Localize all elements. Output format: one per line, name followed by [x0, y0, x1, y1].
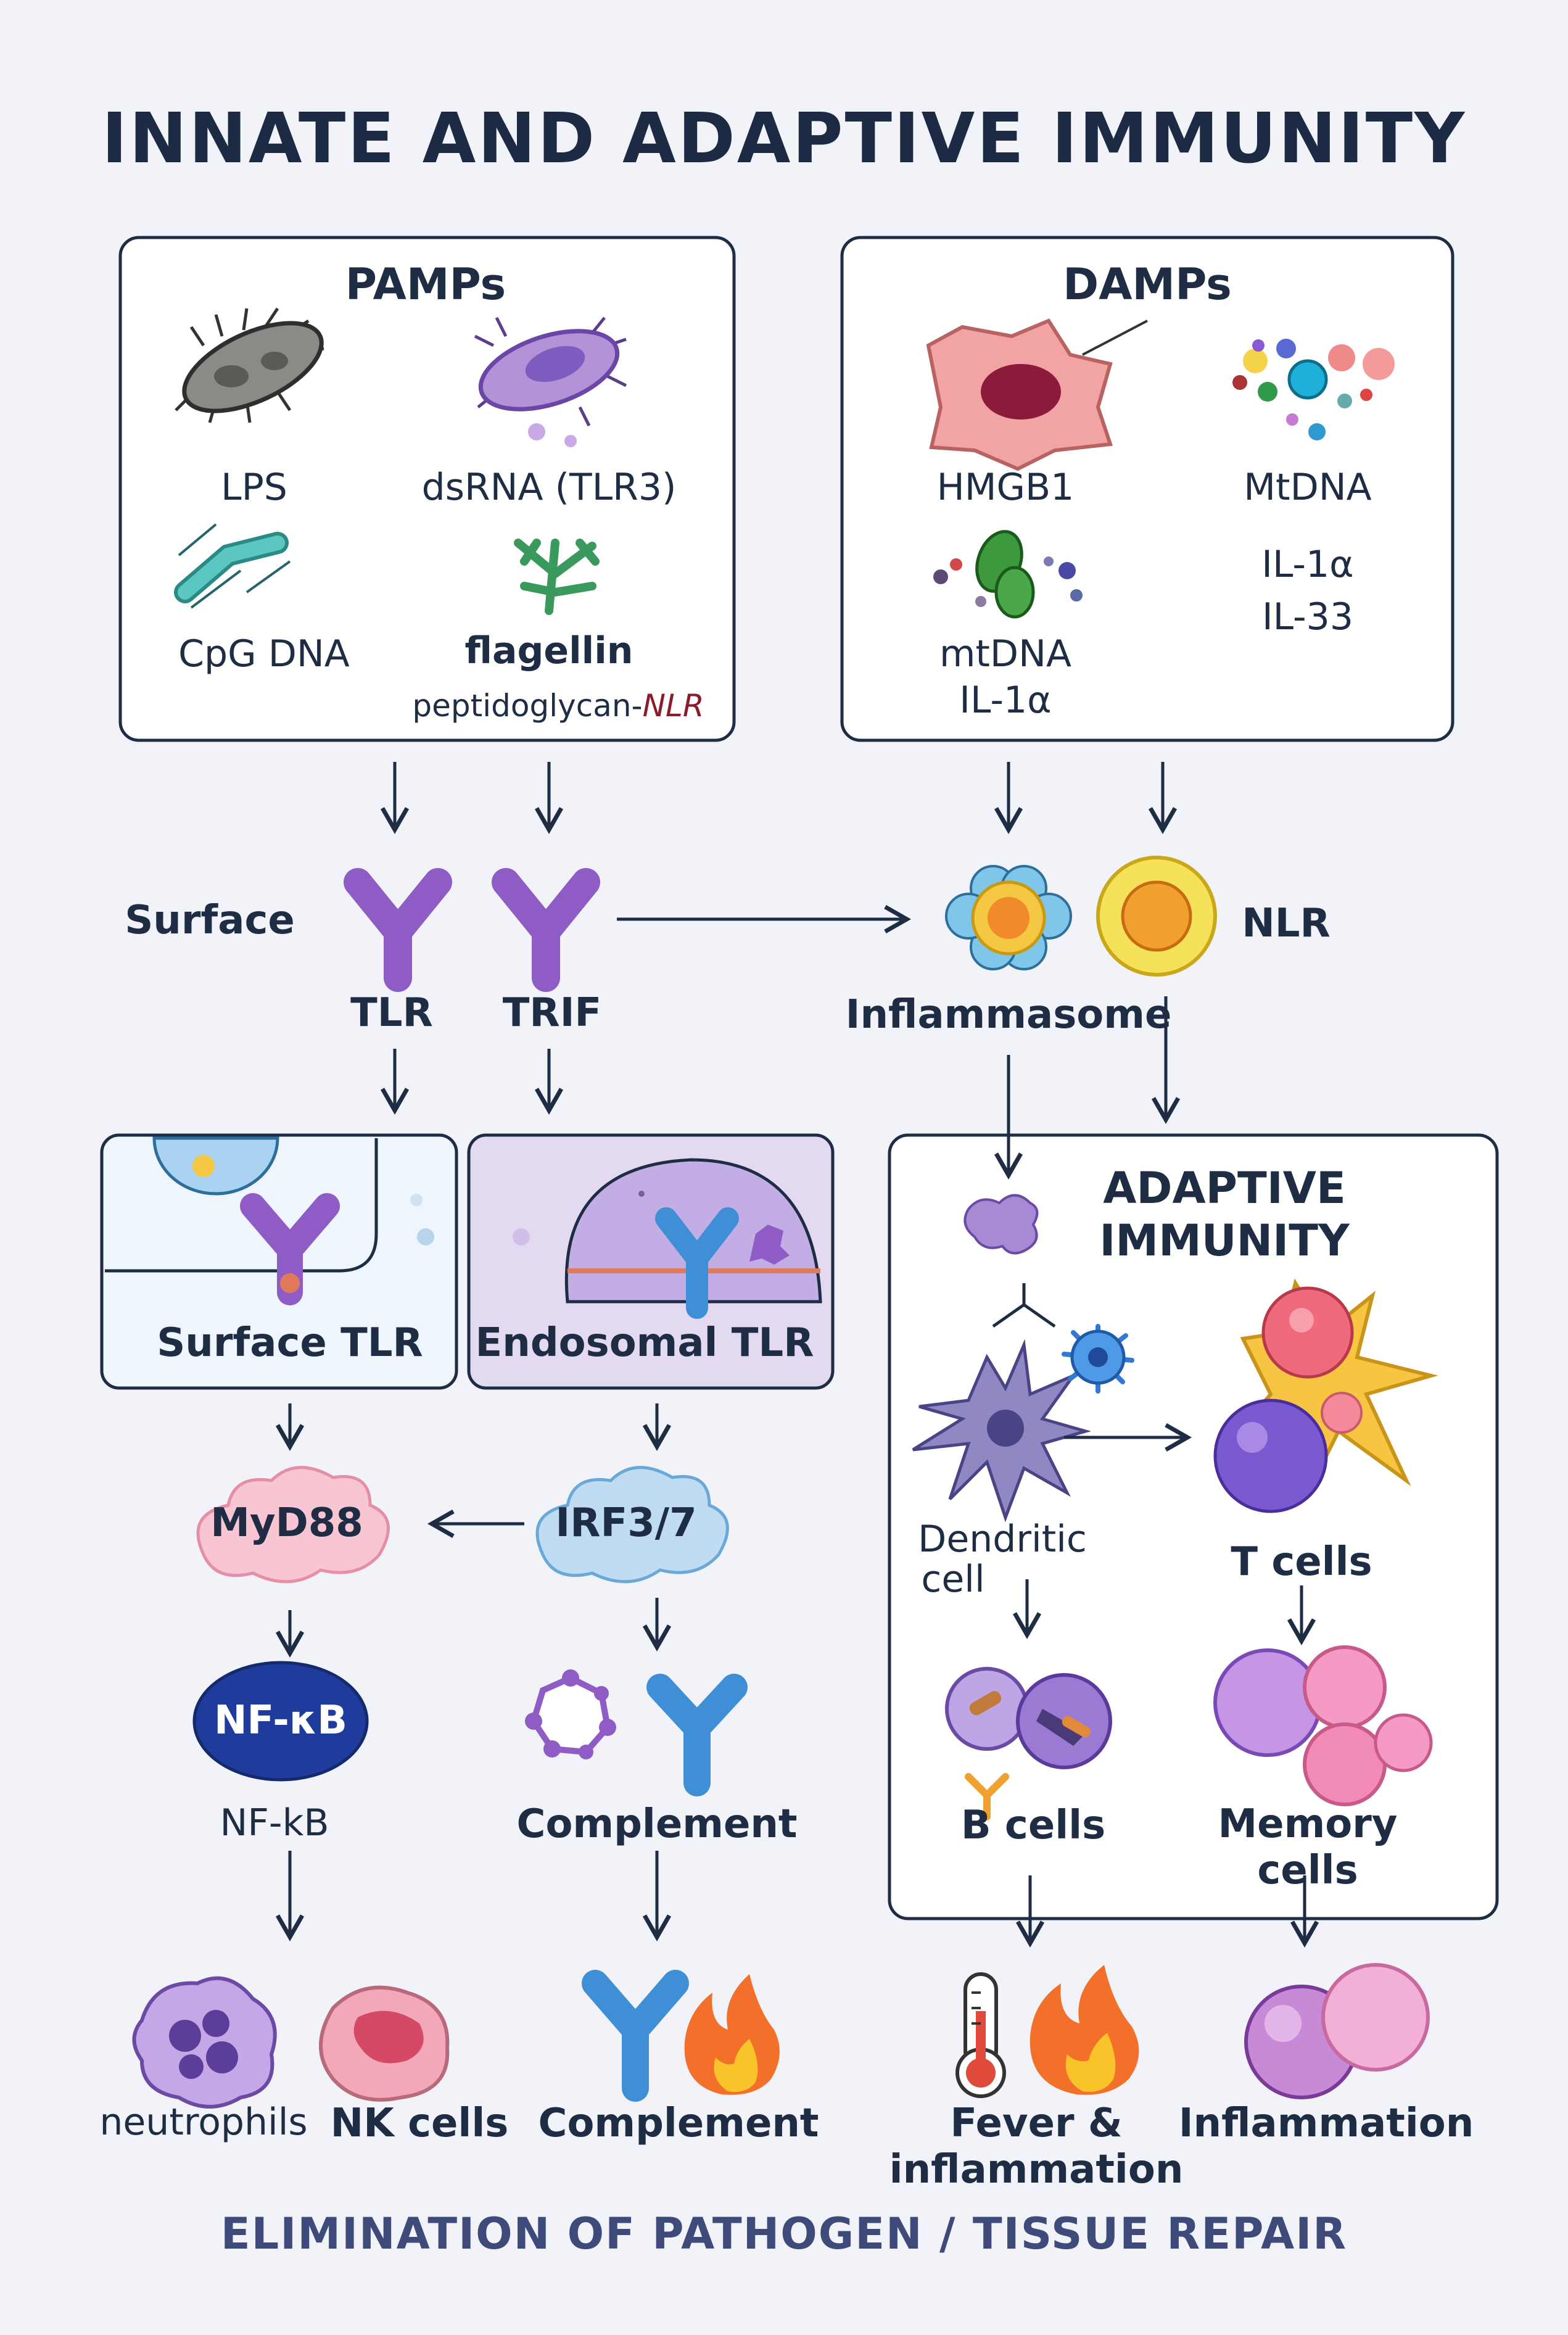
cpg-dna-icon: [174, 523, 291, 609]
inflammasome-label: Inflammasome: [845, 992, 1172, 1038]
complement-outcome-label: Complement: [538, 2101, 819, 2146]
irf-cloud-icon: [535, 1466, 729, 1584]
t-cells-label: T cells: [1231, 1539, 1372, 1585]
t-cells-icon: [1213, 1278, 1438, 1513]
damp-mtdna-label: MtDNA: [1244, 466, 1372, 509]
footer-caption: ELIMINATION OF PATHOGEN / TISSUE REPAIR: [220, 2209, 1348, 2259]
hmgb1-cell-icon: [926, 318, 1148, 471]
trif-label: TRIF: [502, 990, 602, 1036]
nfkb-badge-label: NF-κB: [213, 1698, 348, 1743]
trif-receptor-icon: [492, 868, 600, 992]
neutrophil-icon: [132, 1976, 277, 2109]
damp-hmgb1-label: HMGB1: [936, 466, 1075, 509]
adaptive-heading-line1: ADAPTIVE: [1103, 1163, 1346, 1213]
fever-label-line1: Fever &: [950, 2101, 1123, 2146]
myd88-label: MyD88: [210, 1500, 363, 1546]
nlr-accent-text: NLR: [642, 688, 704, 724]
lps-bacterium-icon: [175, 307, 324, 423]
complement-label: Complement: [516, 1801, 798, 1847]
damps-heading: DAMPs: [1063, 259, 1232, 310]
endosomal-tlr-label: Endosomal TLR: [475, 1320, 814, 1366]
surface-tlr-label: Surface TLR: [157, 1320, 423, 1366]
flagellin-icon: [514, 539, 600, 615]
damp-il1a-lower-label: IL-1α: [959, 679, 1052, 722]
myd88-cloud-icon: [196, 1466, 390, 1584]
surface-tlr-art: [105, 1136, 434, 1305]
blue-cell-icon: [1062, 1324, 1134, 1394]
nfkb-badge-shape: [192, 1661, 369, 1782]
thermometer-icon: [955, 1972, 1006, 2098]
mtdna-particles-icon: [1232, 339, 1395, 440]
dsrna-virus-icon: [474, 316, 627, 447]
pamp-lps-label: LPS: [221, 466, 287, 509]
nk-cells-label: NK cells: [330, 2101, 509, 2146]
damp-il33-label: IL-33: [1261, 595, 1354, 639]
pamp-cpg-label: CpG DNA: [178, 632, 350, 676]
memory-cells-icon: [1213, 1645, 1433, 1806]
b-cells-icon: [945, 1667, 1112, 1820]
inflammation-cells-icon: [1244, 1963, 1430, 2099]
arrows: [275, 762, 1319, 1948]
tlr-receptor-icon: [344, 868, 452, 992]
diagram-title: INNATE AND ADAPTIVE IMMUNITY: [101, 99, 1467, 179]
damp-il1a-label: IL-1α: [1261, 543, 1354, 586]
nlr-icon: [1096, 856, 1217, 977]
dendritic-cell-icon: [912, 1339, 1092, 1523]
nfkb-label: NF-kB: [220, 1801, 329, 1845]
mtdna-mito-icon: [933, 530, 1083, 619]
memory-cells-label-line2: cells: [1257, 1848, 1358, 1893]
fever-label-line2: inflammation: [889, 2147, 1184, 2192]
antigen-fragment-icon: [963, 1194, 1039, 1255]
adaptive-heading-line2: IMMUNITY: [1099, 1215, 1350, 1266]
pamps-heading: PAMPs: [345, 259, 506, 310]
damp-mtdna-lower-label: mtDNA: [939, 632, 1072, 676]
flame-icon-2: [1030, 1965, 1139, 2095]
memory-cells-label-line1: Memory: [1218, 1801, 1398, 1847]
pamp-dsrna-label: dsRNA (TLR3): [421, 466, 677, 509]
pamp-flagellin-label: flagellin: [464, 629, 633, 672]
dendritic-cell-label-line1: Dendritic: [918, 1518, 1087, 1561]
nk-cell-icon: [319, 1985, 450, 2102]
complement-outcome-antibody-icon: [582, 1970, 689, 2102]
peptidoglycan-text: peptidoglycan-: [412, 688, 643, 724]
irf-label: IRF3/7: [555, 1500, 697, 1546]
branch-icon: [992, 1283, 1056, 1328]
flame-icon-1: [684, 1974, 780, 2095]
endosomal-tlr-art: [513, 1158, 822, 1319]
dendritic-cell-label-line2: cell: [921, 1558, 985, 1601]
neutrophils-label: neutrophils: [99, 2101, 308, 2144]
inflammasome-icon: [945, 865, 1072, 970]
inflammation-label: Inflammation: [1178, 2101, 1474, 2146]
nlr-label: NLR: [1242, 901, 1331, 946]
pamp-peptidoglycan-label: peptidoglycan-NLR: [412, 688, 704, 724]
b-cells-label: B cells: [960, 1803, 1106, 1848]
surface-label: Surface: [125, 898, 295, 943]
tlr-label: TLR: [350, 990, 433, 1036]
complement-antibody-icon: [646, 1674, 748, 1796]
complement-cluster-icon: [525, 1669, 616, 1759]
